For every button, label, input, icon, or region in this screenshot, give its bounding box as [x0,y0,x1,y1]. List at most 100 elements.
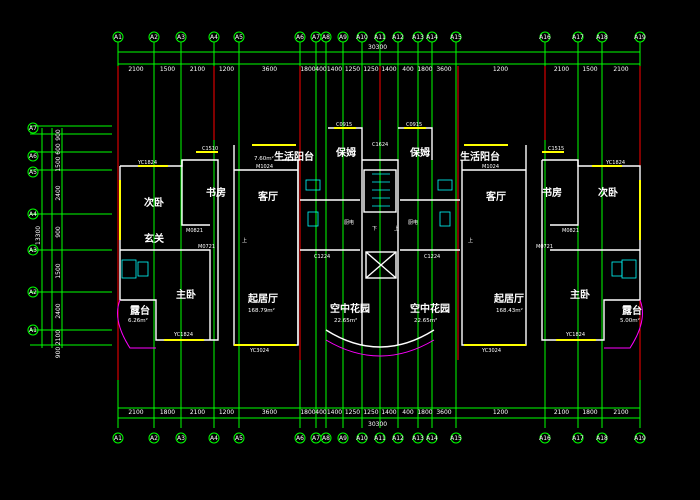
tag-label: M1024 [256,164,273,170]
axis-label: A13 [412,34,424,41]
axis-bubble [320,31,332,43]
total-dim-left: 13300 [35,226,42,245]
room-label: 保姆 [335,146,356,159]
dimension-text: 2100 [128,66,143,73]
axis-label: A1 [114,435,122,442]
room-label: 主卧 [570,288,590,301]
axis-bubble [233,31,245,43]
axis-bubble [175,31,187,43]
room-label: 空中花园 [410,302,450,315]
axis-label: A8 [322,34,330,41]
axis-label: A18 [596,435,608,442]
axis-bubble [27,286,39,298]
dimension-text: 400 [315,409,327,416]
dimension-text: 400 [402,409,414,416]
axis-label: A1 [29,327,37,334]
room-labels: 次卧 书房 客厅 生活阳台 保姆 保姆 生活阳台 客厅 书房 次卧 玄关 主卧 … [130,146,642,317]
tag-label: M0821 [186,228,203,234]
dimension-text: 1200 [219,66,234,73]
axis-label: A7 [29,125,37,132]
area-label: 22.65m² [414,317,437,324]
axis-label: A16 [539,34,551,41]
axis-bubble [596,31,608,43]
dimension-text: 2100 [190,66,205,73]
axis-label: A17 [572,435,584,442]
axis-bubble [356,31,368,43]
tag-label: YC1824 [137,160,157,166]
axis-bubble [412,432,424,444]
dimension-text: 400 [315,66,327,73]
room-label: 厨电 [408,219,418,226]
axis-label: A5 [29,169,37,176]
axis-bubble [572,432,584,444]
element-tags: C1510 C1515 C0915 C0915 C1624 YC1824 YC1… [137,122,625,354]
room-label: 生活阳台 [274,150,314,163]
axis-label: A2 [29,289,37,296]
axis-label: A15 [450,34,462,41]
room-label: 露台 [130,304,150,317]
axis-bubble [233,432,245,444]
dimension-text: 1500 [160,66,175,73]
dimension-text: 400 [402,66,414,73]
structure-lines [117,66,641,380]
dimension-text: 2400 [55,185,62,200]
axis-bubble [27,122,39,134]
axis-bubble [27,150,39,162]
axis-bubble [572,31,584,43]
dimension-text: 1200 [219,409,234,416]
axis-bubble [208,31,220,43]
area-label: 6.26m² [128,317,148,324]
axis-bubble [596,432,608,444]
tag-label: C1624 [372,142,388,148]
axis-bubble [112,432,124,444]
dimension-text: 1400 [381,66,396,73]
axis-label: A3 [177,34,185,41]
area-labels: 7.60m² 168.79m² 22.65m² 22.65m² 168.43m²… [128,155,640,324]
axis-bubble [175,432,187,444]
axis-label: A4 [210,34,218,41]
room-label: 起居厅 [493,292,524,305]
room-label: 生活阳台 [460,150,500,163]
room-label: 起居厅 [247,292,278,305]
axis-bubble [392,432,404,444]
axis-label: A4 [29,211,37,218]
dimension-text: 1800 [300,66,315,73]
dimension-text: 2100 [613,66,628,73]
dimension-text: 1250 [345,409,360,416]
axis-label: A2 [150,34,158,41]
axis-bubble [374,31,386,43]
axis-label: A15 [450,435,462,442]
tag-label: C1224 [424,254,440,260]
axis-bubble [27,324,39,336]
axis-label: A17 [572,34,584,41]
windows [119,127,641,346]
dimension-text: 1500 [55,263,62,278]
axis-label: A3 [177,435,185,442]
dimension-text: 900 [55,129,62,141]
dimension-text: 1400 [381,409,396,416]
dimension-text: 2100 [554,409,569,416]
axis-label: A12 [392,435,404,442]
axis-label: A14 [426,435,438,442]
axis-bubble [450,432,462,444]
dimension-text: 1800 [417,409,432,416]
axis-bubble [539,432,551,444]
axis-label: A5 [235,34,243,41]
axis-label: A6 [296,435,304,442]
room-label: 保姆 [409,146,430,159]
dimension-text: 1500 [582,66,597,73]
axis-bubble [294,432,306,444]
axis-bubble [294,31,306,43]
axis-label: A10 [356,34,368,41]
axis-label: A10 [356,435,368,442]
dimension-text: 2100 [613,409,628,416]
room-label: 厨电 [344,219,354,226]
dimension-text: 3600 [262,409,277,416]
axis-bubble [539,31,551,43]
